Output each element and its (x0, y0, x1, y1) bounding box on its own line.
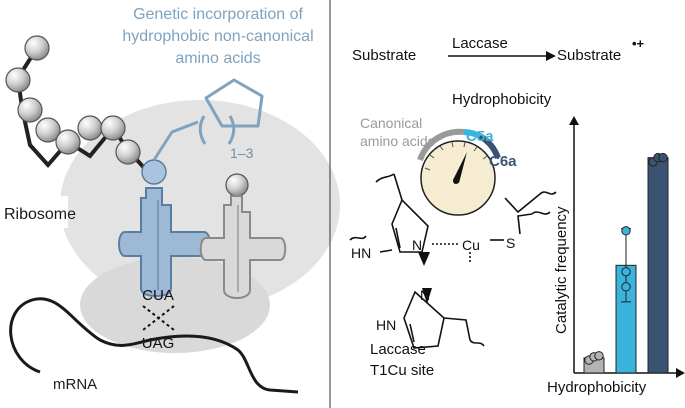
c6a-label: C6a (489, 153, 517, 170)
data-point (621, 282, 631, 292)
mrna-label: mRNA (53, 376, 97, 393)
anticodon-label: CUA (142, 287, 174, 304)
amino-acid-sphere (35, 117, 61, 143)
atom-hn-1: HN (351, 245, 371, 261)
y-axis-arrow (569, 116, 579, 125)
ribosome-label-box (0, 196, 68, 228)
canonical-line-1: Canonical (360, 115, 422, 131)
cyclopentane-side-chain (152, 78, 264, 161)
title-line-3: amino acids (175, 50, 260, 67)
y-axis-label: Catalytic frequency (553, 206, 570, 334)
pairing-cross-b (142, 305, 175, 331)
gauge-arc-c6a (478, 133, 501, 160)
amino-acid-sphere (24, 35, 50, 61)
amino-acid-sphere (225, 173, 249, 197)
data-point (621, 267, 631, 277)
reaction-product: Substrate (557, 47, 621, 64)
atom-n-2: N (420, 287, 430, 303)
atom-s: S (506, 235, 515, 251)
catalytic-chart: Catalytic frequency Hydrophobicity (547, 116, 685, 396)
gauge-pivot (453, 178, 459, 184)
ncaa-sphere (141, 159, 167, 185)
gauge-ticks (424, 141, 488, 171)
t1cu-structure (349, 173, 557, 349)
reaction-arrow-head (546, 51, 556, 61)
site-line-2: T1Cu site (370, 362, 434, 379)
atom-hn-2: HN (376, 317, 396, 333)
bars-layer (583, 152, 669, 374)
gauge-arc-canonical (417, 128, 465, 162)
mrna-strand (9, 297, 299, 394)
site-line-1: Laccase (370, 341, 426, 358)
wedge-bond-2 (422, 288, 432, 304)
right-panel: Substrate Laccase Substrate •+ Hydrophob… (349, 35, 685, 396)
amino-acid-sphere (5, 67, 31, 93)
amino-acid-sphere (55, 129, 81, 155)
title-line-2: hydrophobic non-canonical (122, 28, 313, 45)
left-panel: Ribosome Genetic incorporation of hydrop… (0, 6, 340, 394)
amino-acid-sphere (17, 97, 43, 123)
gauge-needle (453, 152, 467, 183)
reaction-enzyme: Laccase (452, 35, 508, 52)
bar-3 (647, 157, 669, 374)
data-point (594, 351, 604, 361)
x-axis-label: Hydrophobicity (547, 379, 647, 396)
ribosome-label: Ribosome (4, 206, 76, 223)
atom-n-1: N (412, 237, 422, 253)
amino-acid-sphere (77, 115, 103, 141)
wedge-bond-1 (418, 252, 430, 266)
amino-acid-sphere (100, 115, 126, 141)
amino-acid-sphere (115, 139, 141, 165)
atom-cu: Cu (462, 237, 480, 253)
trna-grey (199, 173, 287, 300)
x-axis-arrow (676, 368, 685, 378)
data-point (621, 226, 631, 236)
ring-subscript: 1–3 (230, 145, 254, 161)
c5a-label: C5a (466, 128, 494, 145)
ribosome-small-subunit (80, 257, 270, 353)
canonical-line-2: amino acids (360, 133, 435, 149)
reaction-substrate: Substrate (352, 47, 416, 64)
gauge-arc-c5a (463, 129, 482, 139)
title-line-1: Genetic incorporation of (133, 6, 303, 23)
peptide-spheres (5, 35, 141, 165)
product-charge: •+ (632, 36, 645, 51)
gauge-title: Hydrophobicity (452, 91, 552, 108)
data-point (658, 152, 668, 163)
